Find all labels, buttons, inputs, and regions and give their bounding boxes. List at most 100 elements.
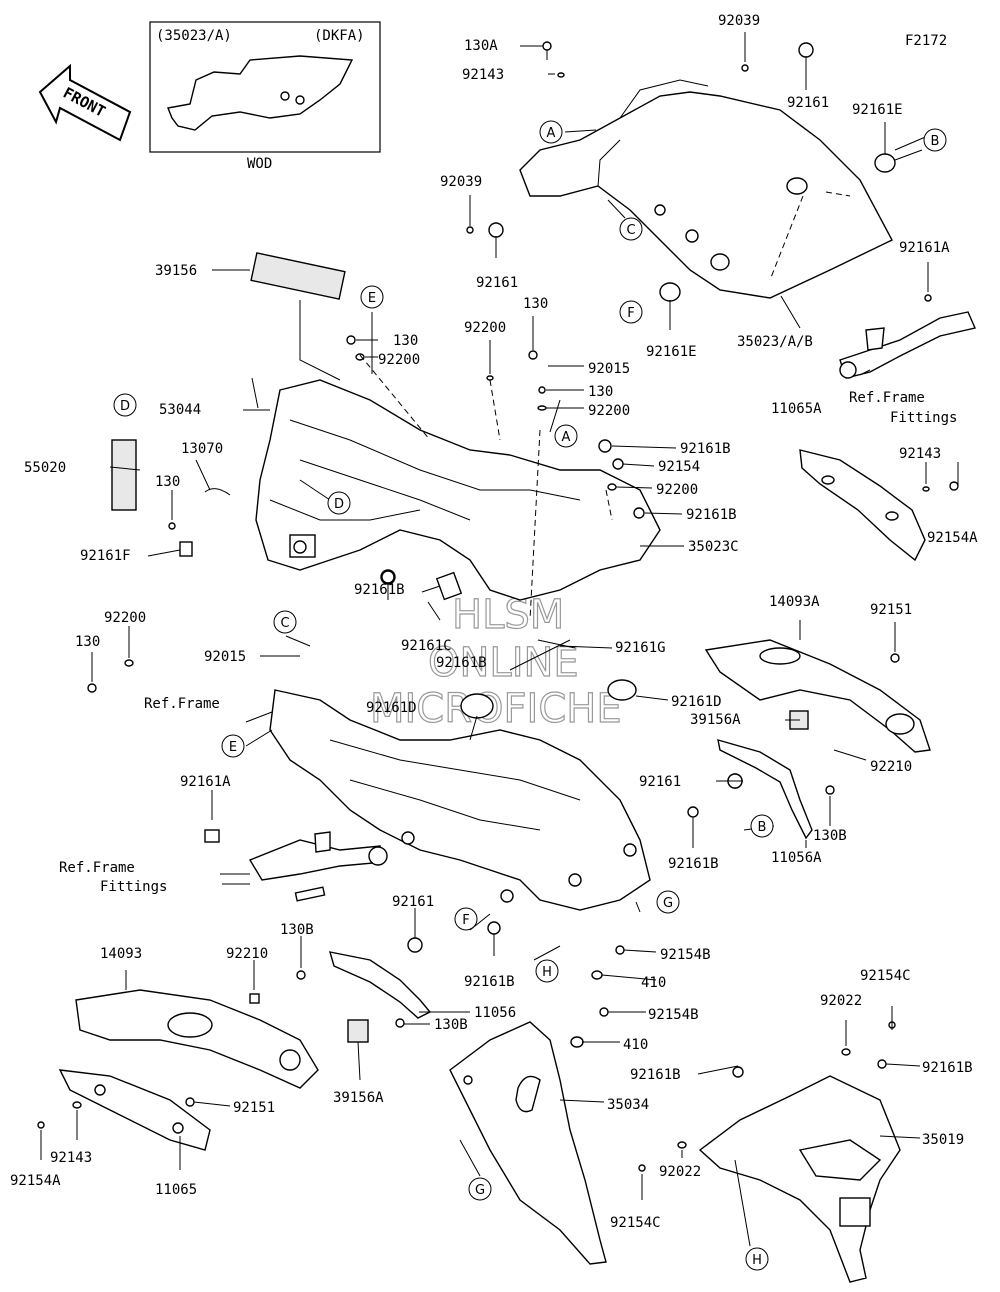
callout-53044: 53044 xyxy=(159,402,201,418)
svg-text:E: E xyxy=(368,291,376,306)
circle-letter-A2: A xyxy=(554,424,578,448)
callout-92161B: 92161B xyxy=(630,1067,681,1083)
watermark-line2: ONLINE xyxy=(428,640,579,686)
circle-letter-E2: E xyxy=(221,734,245,758)
callout-92154B: 92154B xyxy=(648,1007,699,1023)
callout-92154C: 92154C xyxy=(860,968,911,984)
callout-14093: 14093 xyxy=(100,946,142,962)
callout-35034: 35034 xyxy=(607,1097,649,1113)
circle-letter-C1: C xyxy=(619,217,643,241)
callout-11065: 11065 xyxy=(155,1182,197,1198)
callout-92154: 92154 xyxy=(658,459,700,475)
callout-92161C: 92161C xyxy=(401,638,452,654)
callout-92154C: 92154C xyxy=(610,1215,661,1231)
callout-92143: 92143 xyxy=(50,1150,92,1166)
front-arrow: FRONT xyxy=(38,63,132,142)
svg-text:A: A xyxy=(547,126,556,141)
svg-text:H: H xyxy=(752,1253,762,1268)
svg-text:F: F xyxy=(462,913,469,928)
callout-92161B: 92161B xyxy=(922,1060,973,1076)
svg-text:D: D xyxy=(334,497,344,512)
callout-92161E: 92161E xyxy=(852,102,903,118)
fitting-bracket-right xyxy=(839,311,976,379)
watermark-line3: MICROFICHE xyxy=(370,686,622,732)
callout-92161F: 92161F xyxy=(80,548,131,564)
callout-92200: 92200 xyxy=(378,352,420,368)
callout-92161D: 92161D xyxy=(366,700,417,716)
svg-text:C: C xyxy=(280,616,289,631)
fasteners xyxy=(37,41,959,1172)
callout-39156: 39156 xyxy=(155,263,197,279)
callout-130B: 130B xyxy=(813,828,847,844)
inset-right-label: (DKFA) xyxy=(314,28,365,44)
svg-text:H: H xyxy=(542,965,552,980)
callout-130: 130 xyxy=(523,296,548,312)
part-callouts: 92039 130A 92143 92161 92161E 92039 9216… xyxy=(10,13,978,1231)
callout-39156A: 39156A xyxy=(690,712,741,728)
svg-text:B: B xyxy=(931,134,940,149)
rear-fender-35023 xyxy=(519,79,893,299)
callout-92015: 92015 xyxy=(204,649,246,665)
callout-92161: 92161 xyxy=(476,275,518,291)
callout-92161A: 92161A xyxy=(180,774,231,790)
callout-11065A: 11065A xyxy=(771,401,822,417)
svg-text:D: D xyxy=(120,399,130,414)
callout-92161D: 92161D xyxy=(671,694,722,710)
callout-92161E: 92161E xyxy=(646,344,697,360)
ref-frame-fittings-left-line2: Fittings xyxy=(100,879,167,895)
callout-92161B: 92161B xyxy=(436,655,487,671)
callout-92161: 92161 xyxy=(392,894,434,910)
callout-92151: 92151 xyxy=(233,1100,275,1116)
svg-text:A: A xyxy=(562,430,571,445)
callout-130: 130 xyxy=(155,474,180,490)
callout-130B: 130B xyxy=(434,1017,468,1033)
circle-letter-C2: C xyxy=(273,610,297,634)
callout-410: 410 xyxy=(641,975,666,991)
callout-92022: 92022 xyxy=(820,993,862,1009)
callout-35023AB: 35023/A/B xyxy=(737,334,813,350)
svg-text:B: B xyxy=(758,820,767,835)
circle-letter-F1: F xyxy=(619,300,643,324)
callout-130B: 130B xyxy=(280,922,314,938)
callout-92161G: 92161G xyxy=(615,640,666,656)
callout-410: 410 xyxy=(623,1037,648,1053)
inset-caption: WOD xyxy=(247,156,272,172)
callout-92161B: 92161B xyxy=(686,507,737,523)
callout-92200: 92200 xyxy=(588,403,630,419)
circle-letter-B2: B xyxy=(750,814,774,838)
callout-92143: 92143 xyxy=(462,67,504,83)
callout-92210: 92210 xyxy=(226,946,268,962)
callout-92161B: 92161B xyxy=(464,974,515,990)
callout-39156A: 39156A xyxy=(333,1090,384,1106)
callout-92022: 92022 xyxy=(659,1164,701,1180)
reference-labels: Ref.Frame Fittings Ref.Frame Ref.Frame F… xyxy=(59,390,957,895)
callout-92154B: 92154B xyxy=(660,947,711,963)
callout-92161B: 92161B xyxy=(354,582,405,598)
circle-letter-G1: G xyxy=(656,890,680,914)
svg-text:G: G xyxy=(475,1183,485,1198)
callout-92143: 92143 xyxy=(899,446,941,462)
circle-letter-H2: H xyxy=(745,1247,769,1271)
callout-130A: 130A xyxy=(464,38,498,54)
circle-letter-A1: A xyxy=(539,120,563,144)
assembly-dashed-lines xyxy=(359,195,804,621)
callout-13070: 13070 xyxy=(181,441,223,457)
leader-lines xyxy=(40,32,959,1247)
callout-92039: 92039 xyxy=(440,174,482,190)
ref-frame-fittings-right-line1: Ref.Frame xyxy=(849,390,925,406)
callout-130: 130 xyxy=(588,384,613,400)
callout-92161B: 92161B xyxy=(680,441,731,457)
callout-130: 130 xyxy=(393,333,418,349)
callout-92161B: 92161B xyxy=(668,856,719,872)
bracket-11056 xyxy=(329,951,432,1019)
circle-letter-D1: D xyxy=(113,393,137,417)
circle-letter-D2: D xyxy=(327,491,351,515)
callout-92015: 92015 xyxy=(588,361,630,377)
rear-cover-35019 xyxy=(698,1075,901,1283)
side-cover-14093A xyxy=(704,639,931,753)
ref-frame-fittings-right-line2: Fittings xyxy=(890,410,957,426)
callout-92151: 92151 xyxy=(870,602,912,618)
callout-92161: 92161 xyxy=(787,95,829,111)
circle-letter-F2: F xyxy=(454,907,478,931)
